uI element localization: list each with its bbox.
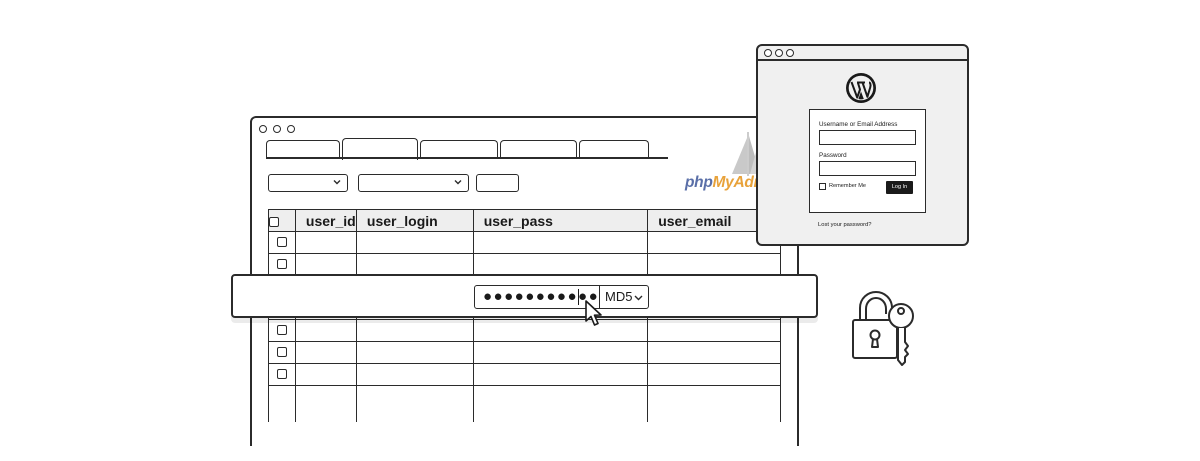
window-dot-close[interactable] <box>764 49 772 57</box>
table-header-row: user_id user_login user_pass user_email <box>268 209 781 232</box>
wordpress-login-window: Username or Email Address Password Remem… <box>756 44 969 246</box>
key-icon <box>888 303 914 366</box>
password-label: Password <box>819 152 847 159</box>
table-row[interactable] <box>268 319 781 342</box>
column-header-user-id[interactable]: user_id <box>294 209 357 232</box>
password-input[interactable]: ●●●●●●●●●●●●● <box>474 285 619 309</box>
chevron-down-icon <box>634 295 643 301</box>
table-row[interactable] <box>268 385 781 422</box>
database-select[interactable] <box>268 174 348 192</box>
tab-1[interactable] <box>266 140 340 158</box>
tab-5[interactable] <box>579 140 649 158</box>
wordpress-icon <box>846 73 876 103</box>
chevron-down-icon <box>454 180 462 185</box>
go-button[interactable] <box>476 174 519 192</box>
password-field[interactable] <box>819 161 916 176</box>
window-dot-minimize[interactable] <box>775 49 783 57</box>
row-checkbox[interactable] <box>276 237 287 248</box>
username-field[interactable] <box>819 130 916 145</box>
row-checkbox[interactable] <box>276 347 287 358</box>
window-dot-minimize[interactable] <box>273 125 281 133</box>
lost-password-link[interactable]: Lost your password? <box>818 222 872 228</box>
tab-3[interactable] <box>420 140 498 158</box>
padlock-icon <box>852 290 898 359</box>
tab-4[interactable] <box>500 140 577 158</box>
window-dot-maximize[interactable] <box>786 49 794 57</box>
mouse-pointer-icon <box>585 300 602 326</box>
remember-me-label: Remember Me <box>829 183 866 189</box>
row-checkbox[interactable] <box>276 325 287 336</box>
row-checkbox[interactable] <box>276 369 287 380</box>
tab-2[interactable] <box>342 138 418 160</box>
log-in-button[interactable]: Log In <box>886 181 913 194</box>
hash-function-select[interactable]: MD5 <box>599 285 649 309</box>
table-select[interactable] <box>358 174 469 192</box>
select-all-cell[interactable] <box>268 209 296 232</box>
table-row[interactable] <box>268 253 781 276</box>
username-label: Username or Email Address <box>819 121 898 128</box>
select-all-checkbox[interactable] <box>269 216 279 227</box>
column-header-user-pass[interactable]: user_pass <box>472 209 649 232</box>
hash-function-value: MD5 <box>605 289 633 304</box>
row-checkbox[interactable] <box>276 259 287 270</box>
remember-me-checkbox[interactable] <box>819 183 826 190</box>
table-row[interactable] <box>268 363 781 386</box>
tab-bar-line <box>266 157 668 159</box>
titlebar-divider <box>758 59 967 61</box>
password-edit-bar: ●●●●●●●●●●●●● MD5 <box>231 274 818 318</box>
login-form-card: Username or Email Address Password Remem… <box>809 109 926 213</box>
chevron-down-icon <box>333 180 341 185</box>
logo-php: php <box>685 174 713 191</box>
table-row[interactable] <box>268 341 781 364</box>
column-header-user-login[interactable]: user_login <box>355 209 474 232</box>
table-row[interactable] <box>268 231 781 254</box>
password-masked-value: ●●●●●●●●●●●●● <box>483 288 621 305</box>
window-dot-maximize[interactable] <box>287 125 295 133</box>
window-dot-close[interactable] <box>259 125 267 133</box>
text-caret <box>578 289 580 305</box>
